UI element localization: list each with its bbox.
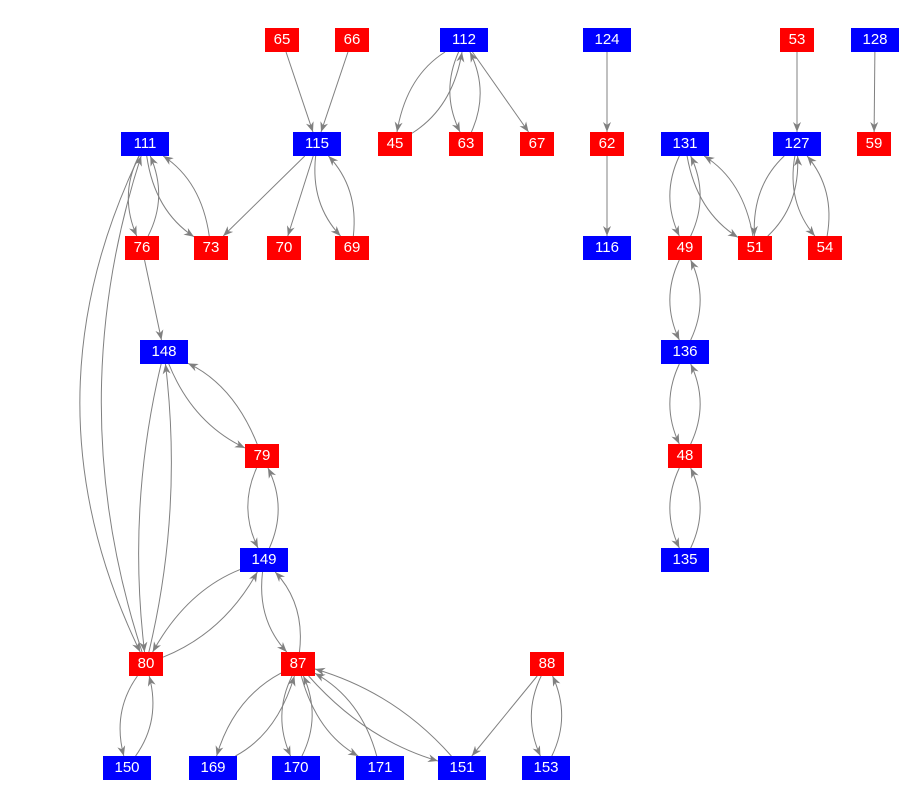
edge-111-to-73	[146, 155, 195, 238]
node-171[interactable]: 171	[356, 756, 404, 780]
edge-80-to-111	[100, 155, 143, 653]
edge-51-to-131	[703, 155, 754, 237]
node-66[interactable]: 66	[335, 28, 369, 52]
node-150[interactable]: 150	[103, 756, 151, 780]
edge-150-to-80	[135, 675, 156, 757]
edge-76-to-111	[147, 155, 160, 237]
edge-131-to-49	[669, 155, 680, 237]
node-54[interactable]: 54	[808, 236, 842, 260]
edge-151-to-87	[314, 667, 452, 757]
node-116[interactable]: 116	[583, 236, 631, 260]
node-128[interactable]: 128	[851, 28, 899, 52]
edge-128-to-59	[870, 51, 879, 133]
edge-148-to-80	[138, 363, 162, 653]
edge-88-to-153	[530, 675, 542, 757]
edge-65-to-115	[285, 51, 314, 133]
edge-136-to-49	[690, 259, 701, 341]
node-67[interactable]: 67	[520, 132, 554, 156]
edge-87-to-151	[308, 675, 439, 763]
node-80[interactable]: 80	[129, 652, 163, 676]
node-127[interactable]: 127	[773, 132, 821, 156]
node-148[interactable]: 148	[140, 340, 188, 364]
edge-48-to-136	[690, 363, 701, 445]
edge-80-to-150	[117, 675, 138, 757]
edge-149-to-87	[261, 571, 288, 653]
edge-87-to-169	[215, 672, 282, 757]
edge-148-to-79	[168, 363, 246, 449]
edge-54-to-127	[806, 155, 830, 237]
edge-48-to-135	[669, 467, 680, 549]
edge-87-to-170	[281, 675, 293, 757]
edge-87-to-171	[300, 675, 359, 757]
node-170[interactable]: 170	[272, 756, 320, 780]
node-79[interactable]: 79	[245, 444, 279, 468]
edge-51-to-127	[767, 155, 803, 237]
edge-49-to-136	[669, 259, 680, 341]
node-45[interactable]: 45	[378, 132, 412, 156]
node-151[interactable]: 151	[438, 756, 486, 780]
node-153[interactable]: 153	[522, 756, 570, 780]
edge-80-to-148	[148, 363, 172, 653]
edge-136-to-48	[669, 363, 680, 445]
node-73[interactable]: 73	[194, 236, 228, 260]
node-62[interactable]: 62	[590, 132, 624, 156]
edge-112-to-67	[472, 51, 529, 133]
node-124[interactable]: 124	[583, 28, 631, 52]
edge-127-to-54	[792, 155, 816, 237]
node-149[interactable]: 149	[240, 548, 288, 572]
edge-171-to-87	[314, 672, 378, 757]
node-49[interactable]: 49	[668, 236, 702, 260]
node-76[interactable]: 76	[125, 236, 159, 260]
edge-79-to-148	[187, 362, 258, 445]
edge-73-to-111	[162, 155, 210, 237]
edge-131-to-51	[686, 155, 739, 238]
edge-66-to-115	[320, 51, 349, 133]
node-88[interactable]: 88	[530, 652, 564, 676]
node-112[interactable]: 112	[440, 28, 488, 52]
node-70[interactable]: 70	[267, 236, 301, 260]
node-59[interactable]: 59	[857, 132, 891, 156]
node-69[interactable]: 69	[335, 236, 369, 260]
edge-115-to-73	[222, 155, 306, 237]
edge-115-to-70	[287, 155, 314, 237]
edge-88-to-151	[471, 675, 538, 757]
node-63[interactable]: 63	[449, 132, 483, 156]
edge-79-to-149	[247, 467, 259, 549]
edge-112-to-63	[449, 51, 461, 133]
edge-111-to-80	[79, 155, 141, 653]
node-48[interactable]: 48	[668, 444, 702, 468]
edge-153-to-88	[551, 675, 563, 757]
node-111[interactable]: 111	[121, 132, 169, 156]
node-115[interactable]: 115	[293, 132, 341, 156]
node-53[interactable]: 53	[780, 28, 814, 52]
edge-149-to-80	[152, 569, 241, 653]
edge-149-to-79	[267, 467, 279, 549]
node-87[interactable]: 87	[281, 652, 315, 676]
edge-115-to-69	[314, 155, 341, 237]
node-131[interactable]: 131	[661, 132, 709, 156]
node-135[interactable]: 135	[661, 548, 709, 572]
edge-112-to-45	[394, 51, 446, 133]
edge-87-to-149	[274, 571, 301, 653]
edge-80-to-149	[162, 571, 258, 658]
node-65[interactable]: 65	[265, 28, 299, 52]
edge-63-to-112	[469, 51, 481, 133]
edge-169-to-87	[235, 675, 296, 757]
edge-69-to-115	[328, 155, 355, 237]
node-169[interactable]: 169	[189, 756, 237, 780]
edge-135-to-48	[690, 467, 701, 549]
node-136[interactable]: 136	[661, 340, 709, 364]
edge-49-to-131	[690, 155, 701, 237]
edge-45-to-112	[411, 51, 465, 134]
node-51[interactable]: 51	[738, 236, 772, 260]
edge-170-to-87	[301, 675, 313, 757]
edge-127-to-51	[749, 155, 785, 237]
edge-76-to-148	[144, 259, 164, 341]
